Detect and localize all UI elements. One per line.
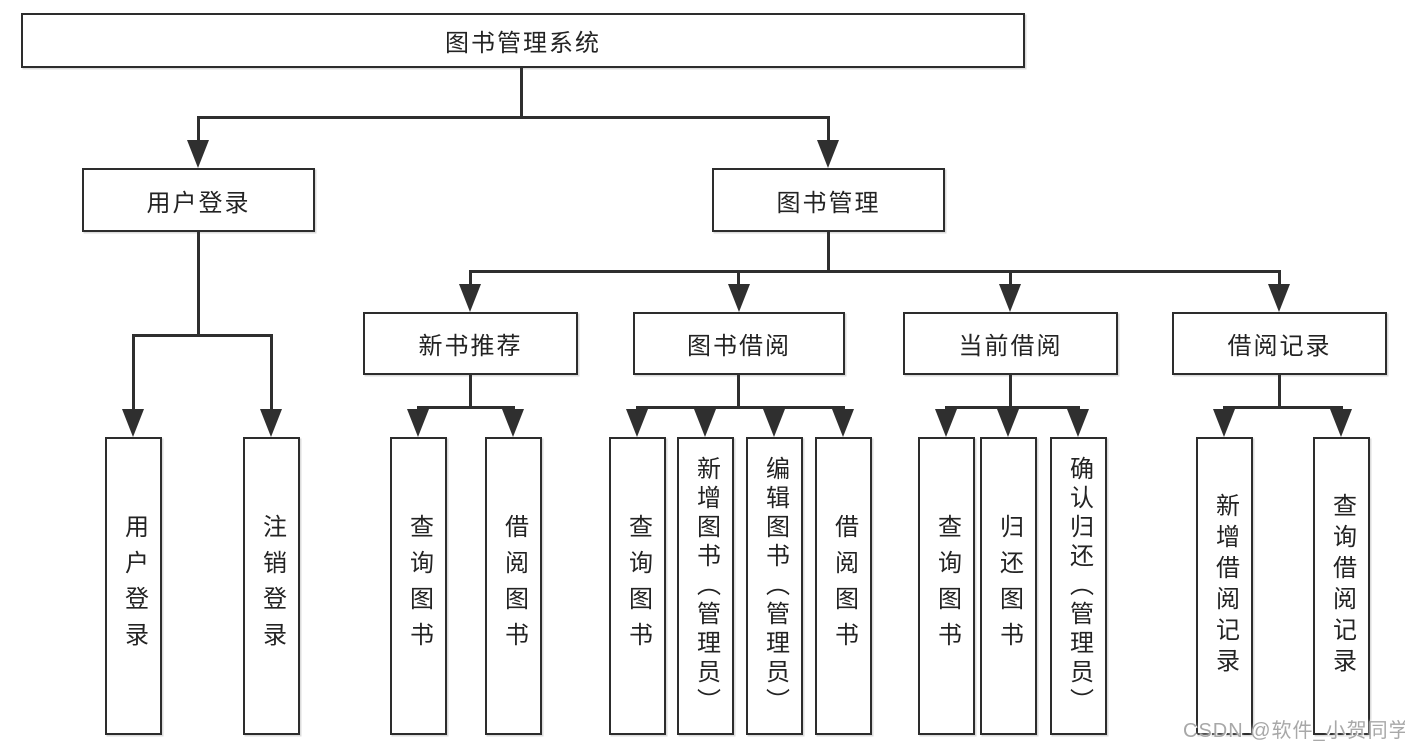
leaf-logout: 注销登录: [243, 437, 300, 735]
connector-line: [1009, 270, 1012, 286]
arrow-down-icon: [817, 140, 839, 168]
connector-line: [1009, 375, 1012, 407]
arrow-down-icon: [763, 409, 785, 437]
arrow-down-icon: [407, 409, 429, 437]
arrow-down-icon: [935, 409, 957, 437]
leaf-query-borrow-record: 查询借阅记录: [1313, 437, 1370, 735]
arrow-down-icon: [832, 409, 854, 437]
leaf-query-books-borrow: 查询图书: [609, 437, 666, 735]
arrow-down-icon: [187, 140, 209, 168]
leaf-query-books-current: 查询图书: [918, 437, 975, 735]
arrow-down-icon: [694, 409, 716, 437]
node-label: 图书借阅: [687, 333, 791, 360]
node-current-borrow: 当前借阅: [903, 312, 1118, 375]
leaf-label: 注销登录: [258, 514, 286, 658]
leaf-user-login: 用户登录: [105, 437, 162, 735]
leaf-label: 借阅图书: [830, 514, 858, 658]
connector-line: [197, 116, 200, 142]
node-root-system: 图书管理系统: [21, 13, 1025, 68]
connector-line: [945, 406, 1080, 409]
connector-line: [270, 334, 273, 410]
node-label: 借阅记录: [1227, 333, 1332, 360]
leaf-label: 查询图书: [624, 514, 652, 658]
node-book-management: 图书管理: [712, 168, 945, 232]
arrow-down-icon: [122, 409, 144, 437]
connector-line: [1278, 270, 1281, 286]
leaf-label: 确认归还（管理员）: [1065, 455, 1093, 717]
connector-line: [417, 406, 515, 409]
connector-line: [132, 334, 135, 410]
connector-line: [737, 270, 740, 286]
leaf-confirm-return-admin: 确认归还（管理员）: [1050, 437, 1107, 735]
leaf-add-borrow-record: 新增借阅记录: [1196, 437, 1253, 735]
connector-line: [520, 68, 523, 118]
watermark: CSDN @软件_小贺同学: [1183, 720, 1405, 742]
node-new-book-recommend: 新书推荐: [363, 312, 578, 375]
connector-line: [469, 270, 1281, 273]
connector-line: [1223, 406, 1343, 409]
node-borrow-records: 借阅记录: [1172, 312, 1387, 375]
connector-line: [197, 232, 200, 335]
arrow-down-icon: [1213, 409, 1235, 437]
node-label: 用户登录: [146, 189, 251, 217]
node-label: 新书推荐: [418, 333, 523, 360]
connector-line: [469, 375, 472, 407]
leaf-label: 编辑图书（管理员）: [761, 455, 789, 717]
connector-line: [636, 406, 845, 409]
leaf-label: 用户登录: [120, 514, 148, 658]
arrow-down-icon: [1268, 284, 1290, 312]
leaf-label: 新增图书（管理员）: [692, 455, 720, 717]
connector-line: [827, 232, 830, 272]
node-label: 当前借阅: [958, 333, 1063, 360]
arrow-down-icon: [502, 409, 524, 437]
leaf-label: 查询图书: [405, 514, 433, 658]
leaf-add-books-admin: 新增图书（管理员）: [677, 437, 734, 735]
node-user-login: 用户登录: [82, 168, 315, 232]
leaf-query-books-recommend: 查询图书: [390, 437, 447, 735]
leaf-label: 借阅图书: [500, 514, 528, 658]
connector-line: [827, 116, 830, 142]
leaf-borrow-books-recommend: 借阅图书: [485, 437, 542, 735]
connector-line: [469, 270, 472, 286]
arrow-down-icon: [999, 284, 1021, 312]
node-root-label: 图书管理系统: [445, 30, 601, 57]
arrow-down-icon: [626, 409, 648, 437]
connector-line: [197, 116, 830, 119]
arrow-down-icon: [997, 409, 1019, 437]
node-label: 图书管理: [776, 189, 881, 217]
arrow-down-icon: [1067, 409, 1089, 437]
arrow-down-icon: [260, 409, 282, 437]
connector-line: [132, 334, 273, 337]
leaf-label: 查询图书: [933, 514, 961, 658]
connector-line: [1278, 375, 1281, 407]
arrow-down-icon: [1330, 409, 1352, 437]
leaf-label: 新增借阅记录: [1211, 493, 1239, 679]
leaf-label: 查询借阅记录: [1328, 493, 1356, 679]
arrow-down-icon: [728, 284, 750, 312]
leaf-borrow-books: 借阅图书: [815, 437, 872, 735]
leaf-edit-books-admin: 编辑图书（管理员）: [746, 437, 803, 735]
arrow-down-icon: [459, 284, 481, 312]
leaf-return-books: 归还图书: [980, 437, 1037, 735]
leaf-label: 归还图书: [995, 514, 1023, 658]
node-book-borrow: 图书借阅: [633, 312, 845, 375]
connector-line: [737, 375, 740, 407]
